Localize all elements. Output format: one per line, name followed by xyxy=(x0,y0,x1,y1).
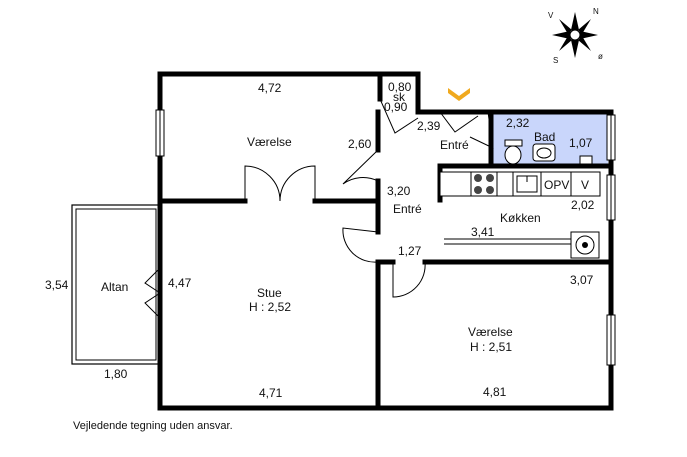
entre-top-name: Entré xyxy=(440,138,469,152)
skab-name: sk xyxy=(393,90,406,104)
altan-depth: 3,54 xyxy=(45,278,69,292)
vaerelse1-width: 4,72 xyxy=(258,81,282,95)
vaerelse2-height: H : 2,51 xyxy=(470,340,512,354)
vaerelse2-name: Værelse xyxy=(468,325,513,339)
altan-width: 1,80 xyxy=(104,367,128,381)
vaerelse1-depth: 2,60 xyxy=(348,137,372,151)
compass-n-label: N xyxy=(593,7,599,16)
koekken-v: V xyxy=(581,178,589,192)
bad-name: Bad xyxy=(534,130,555,144)
entre-top-dim: 2,39 xyxy=(417,119,441,133)
disclaimer-text: Vejledende tegning uden ansvar. xyxy=(73,420,233,432)
stue-width: 4,71 xyxy=(259,386,283,400)
skab-d: 0,90 xyxy=(384,100,408,114)
bad-d: 1,07 xyxy=(569,136,593,150)
koekken-d: 2,02 xyxy=(571,198,595,212)
compass-rose: N V S ø xyxy=(548,7,603,65)
stue-height: H : 2,52 xyxy=(249,300,291,314)
compass-s-label: S xyxy=(553,56,558,65)
koekken-opv: OPV xyxy=(544,178,569,192)
vaerelse2-width: 4,81 xyxy=(483,385,507,399)
compass-o-label: ø xyxy=(598,52,603,61)
entre-mid-name: Entré xyxy=(393,202,422,216)
gang-dim: 1,27 xyxy=(398,244,422,258)
windows xyxy=(155,109,616,366)
bad-w: 2,32 xyxy=(506,116,530,130)
altan-name: Altan xyxy=(101,280,128,294)
entre-mid-dim: 3,20 xyxy=(387,184,411,198)
compass-v-label: V xyxy=(548,11,554,20)
koekken-name: Køkken xyxy=(500,211,541,225)
doors xyxy=(244,98,494,298)
kitchen-fixtures xyxy=(439,171,601,259)
koekken-w: 3,41 xyxy=(471,225,495,239)
skab-w: 0,80 xyxy=(388,80,412,94)
bath-fixtures xyxy=(504,139,593,165)
vaerelse1-name: Værelse xyxy=(247,135,292,149)
stue-name: Stue xyxy=(257,286,282,300)
stue-depth: 4,47 xyxy=(168,276,192,290)
vaerelse2-depth: 3,07 xyxy=(570,273,594,287)
entrance-marker xyxy=(448,88,470,101)
